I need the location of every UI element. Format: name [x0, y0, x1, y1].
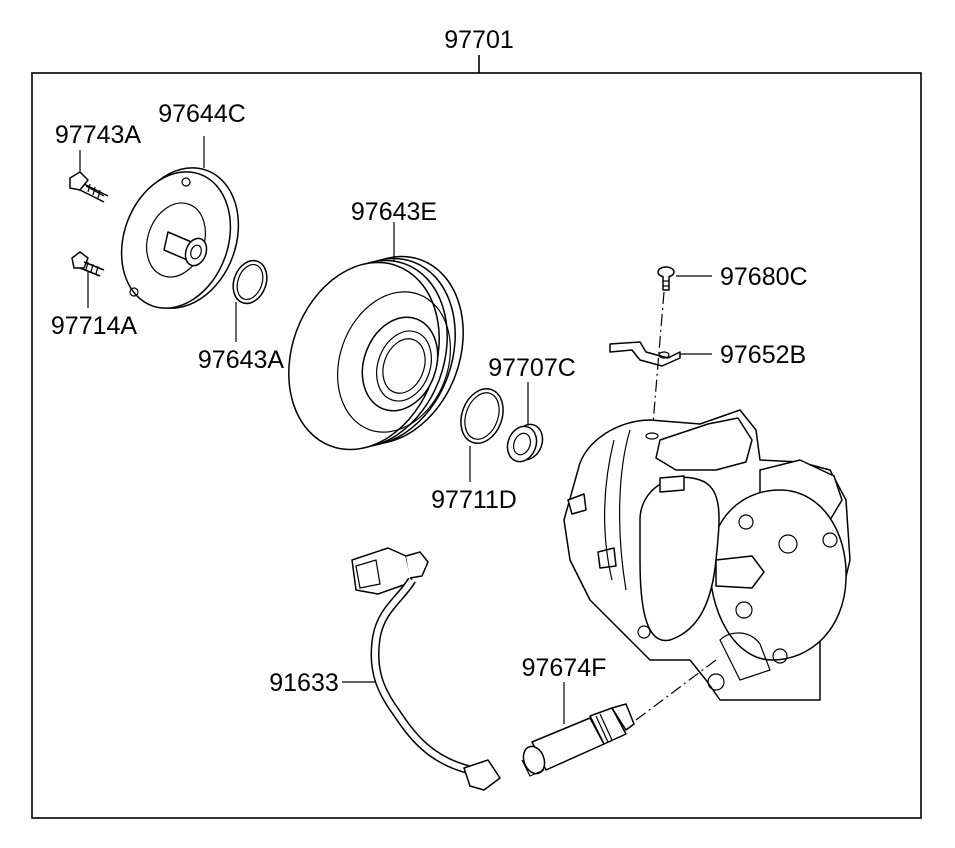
wiring-harness	[351, 547, 501, 791]
label-97711d: 97711D	[431, 486, 517, 514]
label-97680c: 97680C	[720, 263, 808, 291]
assembly-frame	[31, 72, 922, 819]
pressure-valve	[521, 703, 635, 777]
label-97643e: 97643E	[351, 198, 437, 226]
label-97674f: 97674F	[522, 654, 607, 682]
bracket	[609, 341, 681, 367]
snap-ring-large	[460, 388, 504, 444]
bolt-lower	[71, 251, 105, 277]
compressor-body	[563, 409, 851, 701]
bracket-bolt	[657, 266, 675, 291]
snap-ring-small	[232, 259, 268, 305]
bracket-dash-line	[651, 291, 665, 437]
assembly-label: 97701	[444, 26, 514, 54]
label-97652b: 97652B	[720, 341, 806, 369]
label-97644c: 97644C	[158, 100, 246, 128]
label-91633: 91633	[269, 669, 339, 697]
valve-dash-line	[635, 659, 717, 721]
shaft-seal	[506, 423, 544, 463]
clutch-hub-plate	[120, 167, 240, 309]
pulley	[288, 255, 464, 451]
label-97707c: 97707C	[488, 354, 576, 382]
label-97643a: 97643A	[198, 346, 285, 374]
bolt-upper	[69, 171, 109, 203]
label-97743a: 97743A	[55, 121, 142, 149]
label-97714a: 97714A	[51, 312, 138, 340]
